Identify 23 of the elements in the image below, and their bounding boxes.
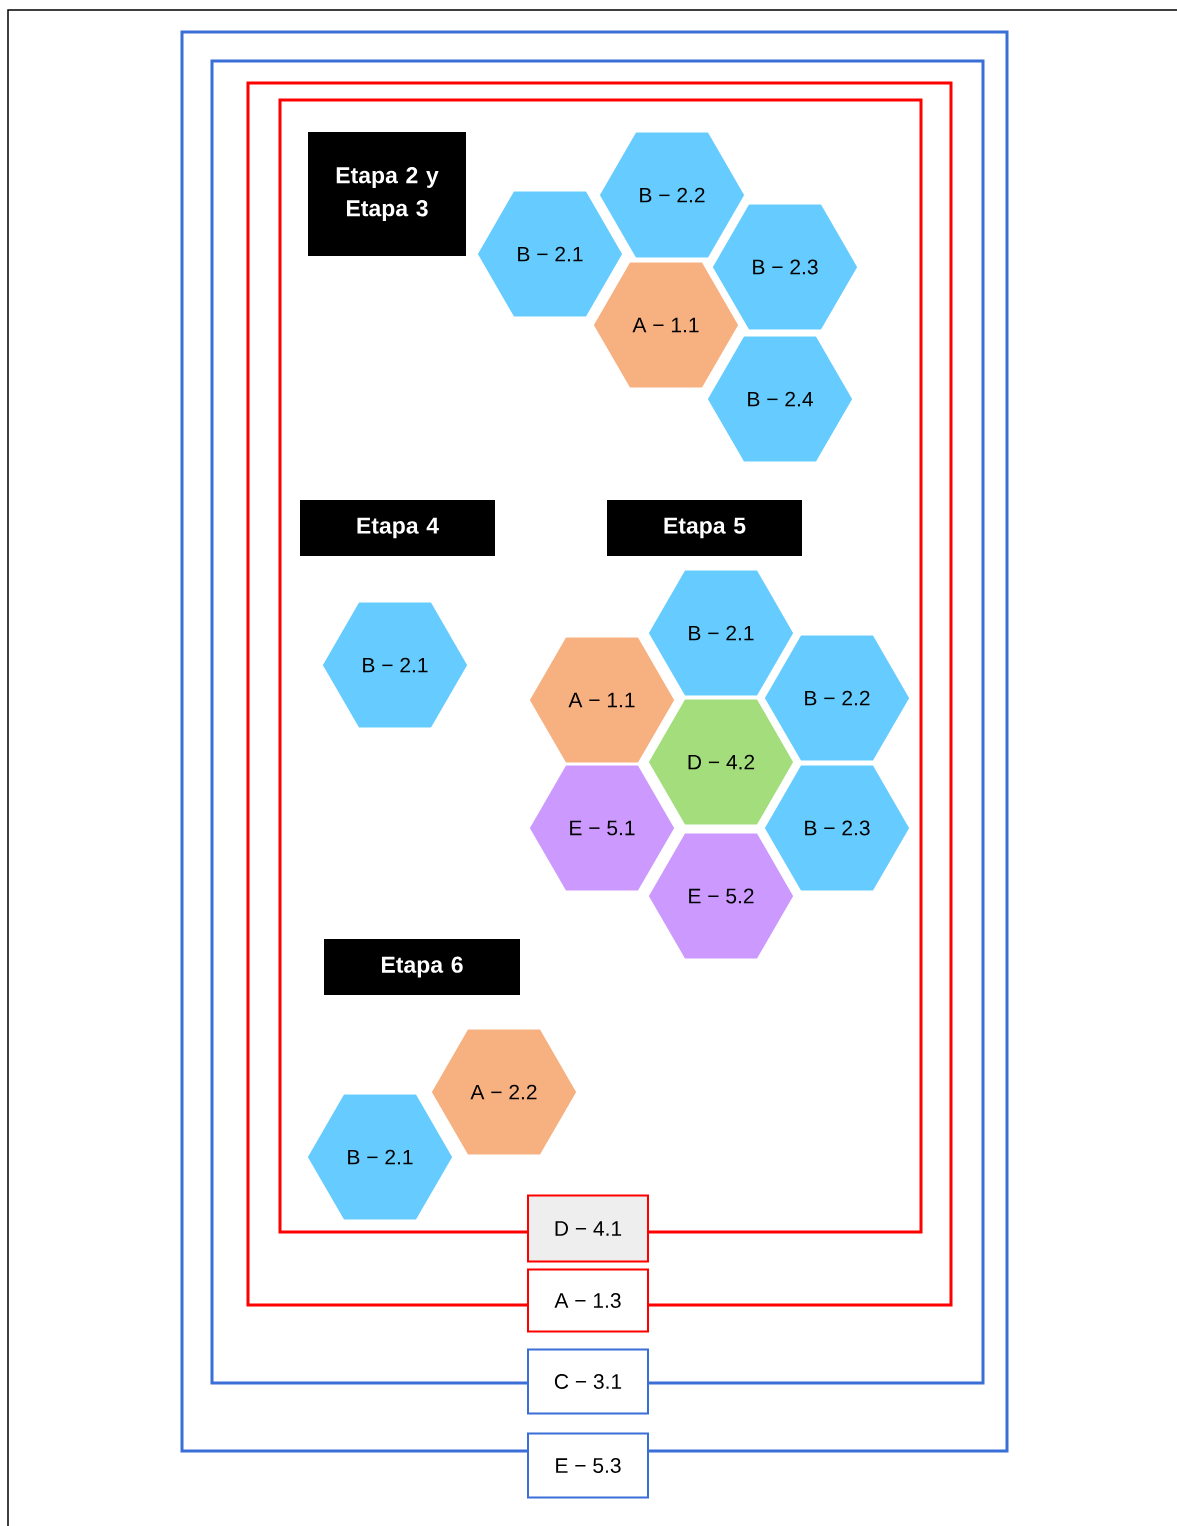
- frame-label: C − 3.1: [527, 1348, 649, 1415]
- hexagon: B − 2.1: [306, 1093, 454, 1221]
- hexagon: B − 2.3: [763, 764, 911, 892]
- hexagon: E − 5.1: [528, 764, 676, 892]
- frame-label: E − 5.3: [527, 1432, 649, 1499]
- stage-box: Etapa 2 y Etapa 3: [308, 132, 466, 256]
- stage-box: Etapa 5: [607, 500, 802, 556]
- hexagon: A − 1.1: [528, 636, 676, 764]
- frame-label: D − 4.1: [527, 1194, 649, 1263]
- hexagon: A − 2.2: [430, 1028, 578, 1156]
- hexagon: B − 2.1: [476, 190, 624, 318]
- hexagon: B − 2.3: [711, 203, 859, 331]
- hexagon: A − 1.1: [592, 261, 740, 389]
- hexagon: B − 2.1: [647, 569, 795, 697]
- stage-box: Etapa 6: [324, 939, 520, 995]
- frame-label: A − 1.3: [527, 1268, 649, 1333]
- hexagon: B − 2.2: [598, 131, 746, 259]
- stage-box: Etapa 4: [300, 500, 495, 556]
- hexagon: B − 2.1: [321, 601, 469, 729]
- hexagon: B − 2.2: [763, 634, 911, 762]
- hexagon: D − 4.2: [647, 698, 795, 826]
- hexagon: E − 5.2: [647, 832, 795, 960]
- hexagon: B − 2.4: [706, 335, 854, 463]
